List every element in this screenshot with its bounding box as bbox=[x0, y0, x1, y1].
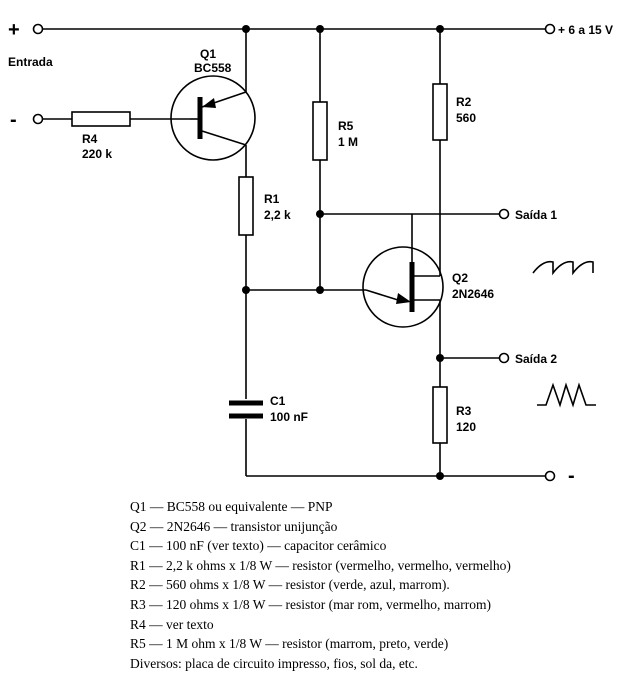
parts-list-item: R5 — 1 M ohm x 1/8 W — resistor (marrom,… bbox=[130, 636, 449, 652]
circuit-schematic: + + 6 a 15 V Entrada - - R4 220 k Q1 BC5… bbox=[8, 19, 613, 487]
r3-ref: R3 bbox=[456, 404, 472, 418]
pulse-waveform bbox=[537, 382, 596, 408]
r3-value: 120 bbox=[456, 420, 476, 434]
q1-ref: Q1 bbox=[200, 47, 216, 61]
supply-voltage-label: + 6 a 15 V bbox=[558, 23, 613, 37]
resistor-r3 bbox=[432, 386, 448, 476]
input-label: Entrada bbox=[8, 55, 53, 69]
parts-list-item: Q2 — 2N2646 — transistor unijunção bbox=[130, 518, 338, 534]
q2-ref: Q2 bbox=[452, 271, 468, 285]
output-1 bbox=[320, 208, 510, 220]
transistor-q2 bbox=[362, 246, 444, 387]
parts-list-item: C1 — 100 nF (ver texto) — capacitor cerâ… bbox=[130, 538, 387, 554]
r5-value: 1 M bbox=[338, 135, 358, 149]
r4-ref: R4 bbox=[82, 132, 98, 146]
parts-list: Q1 — BC558 ou equivalente — PNP Q2 — 2N2… bbox=[130, 497, 635, 673]
ground-minus-symbol: - bbox=[568, 465, 575, 487]
output1-label: Saída 1 bbox=[515, 208, 557, 222]
q2-part: 2N2646 bbox=[452, 287, 494, 301]
r1-ref: R1 bbox=[264, 192, 280, 206]
output-2 bbox=[440, 352, 510, 364]
r5-ref: R5 bbox=[338, 119, 354, 133]
parts-list-item: Diversos: placa de circuito impresso, fi… bbox=[130, 655, 418, 671]
parts-list-item: R2 — 560 ohms x 1/8 W — resistor (verde,… bbox=[130, 577, 450, 593]
input-plus-symbol: + bbox=[8, 19, 20, 41]
input-minus-symbol: - bbox=[10, 109, 17, 131]
sawtooth-waveform bbox=[532, 260, 594, 276]
ground-rail bbox=[246, 470, 556, 482]
transistor-q1 bbox=[170, 29, 256, 177]
resistor-r5 bbox=[312, 29, 328, 290]
parts-list-item: R1 — 2,2 k ohms x 1/8 W — resistor (verm… bbox=[130, 557, 511, 573]
resistor-r4 bbox=[32, 111, 190, 127]
parts-list-item: R3 — 120 ohms x 1/8 W — resistor (mar ro… bbox=[130, 596, 491, 612]
r1-value: 2,2 k bbox=[264, 208, 291, 222]
c1-value: 100 nF bbox=[270, 410, 308, 424]
resistor-r1 bbox=[238, 176, 254, 399]
q1-part: BC558 bbox=[194, 61, 232, 75]
output2-label: Saída 2 bbox=[515, 352, 557, 366]
capacitor-c1 bbox=[229, 400, 263, 476]
parts-list-item: R4 — ver texto bbox=[130, 616, 214, 632]
parts-list-item: Q1 — BC558 ou equivalente — PNP bbox=[130, 499, 333, 514]
resistor-r2 bbox=[432, 29, 448, 276]
c1-ref: C1 bbox=[270, 394, 286, 408]
supply-rail bbox=[32, 23, 556, 35]
r2-value: 560 bbox=[456, 111, 476, 125]
r2-ref: R2 bbox=[456, 95, 472, 109]
r4-value: 220 k bbox=[82, 147, 112, 161]
junction-dots bbox=[242, 25, 444, 480]
q2-emitter-lead bbox=[365, 289, 399, 301]
